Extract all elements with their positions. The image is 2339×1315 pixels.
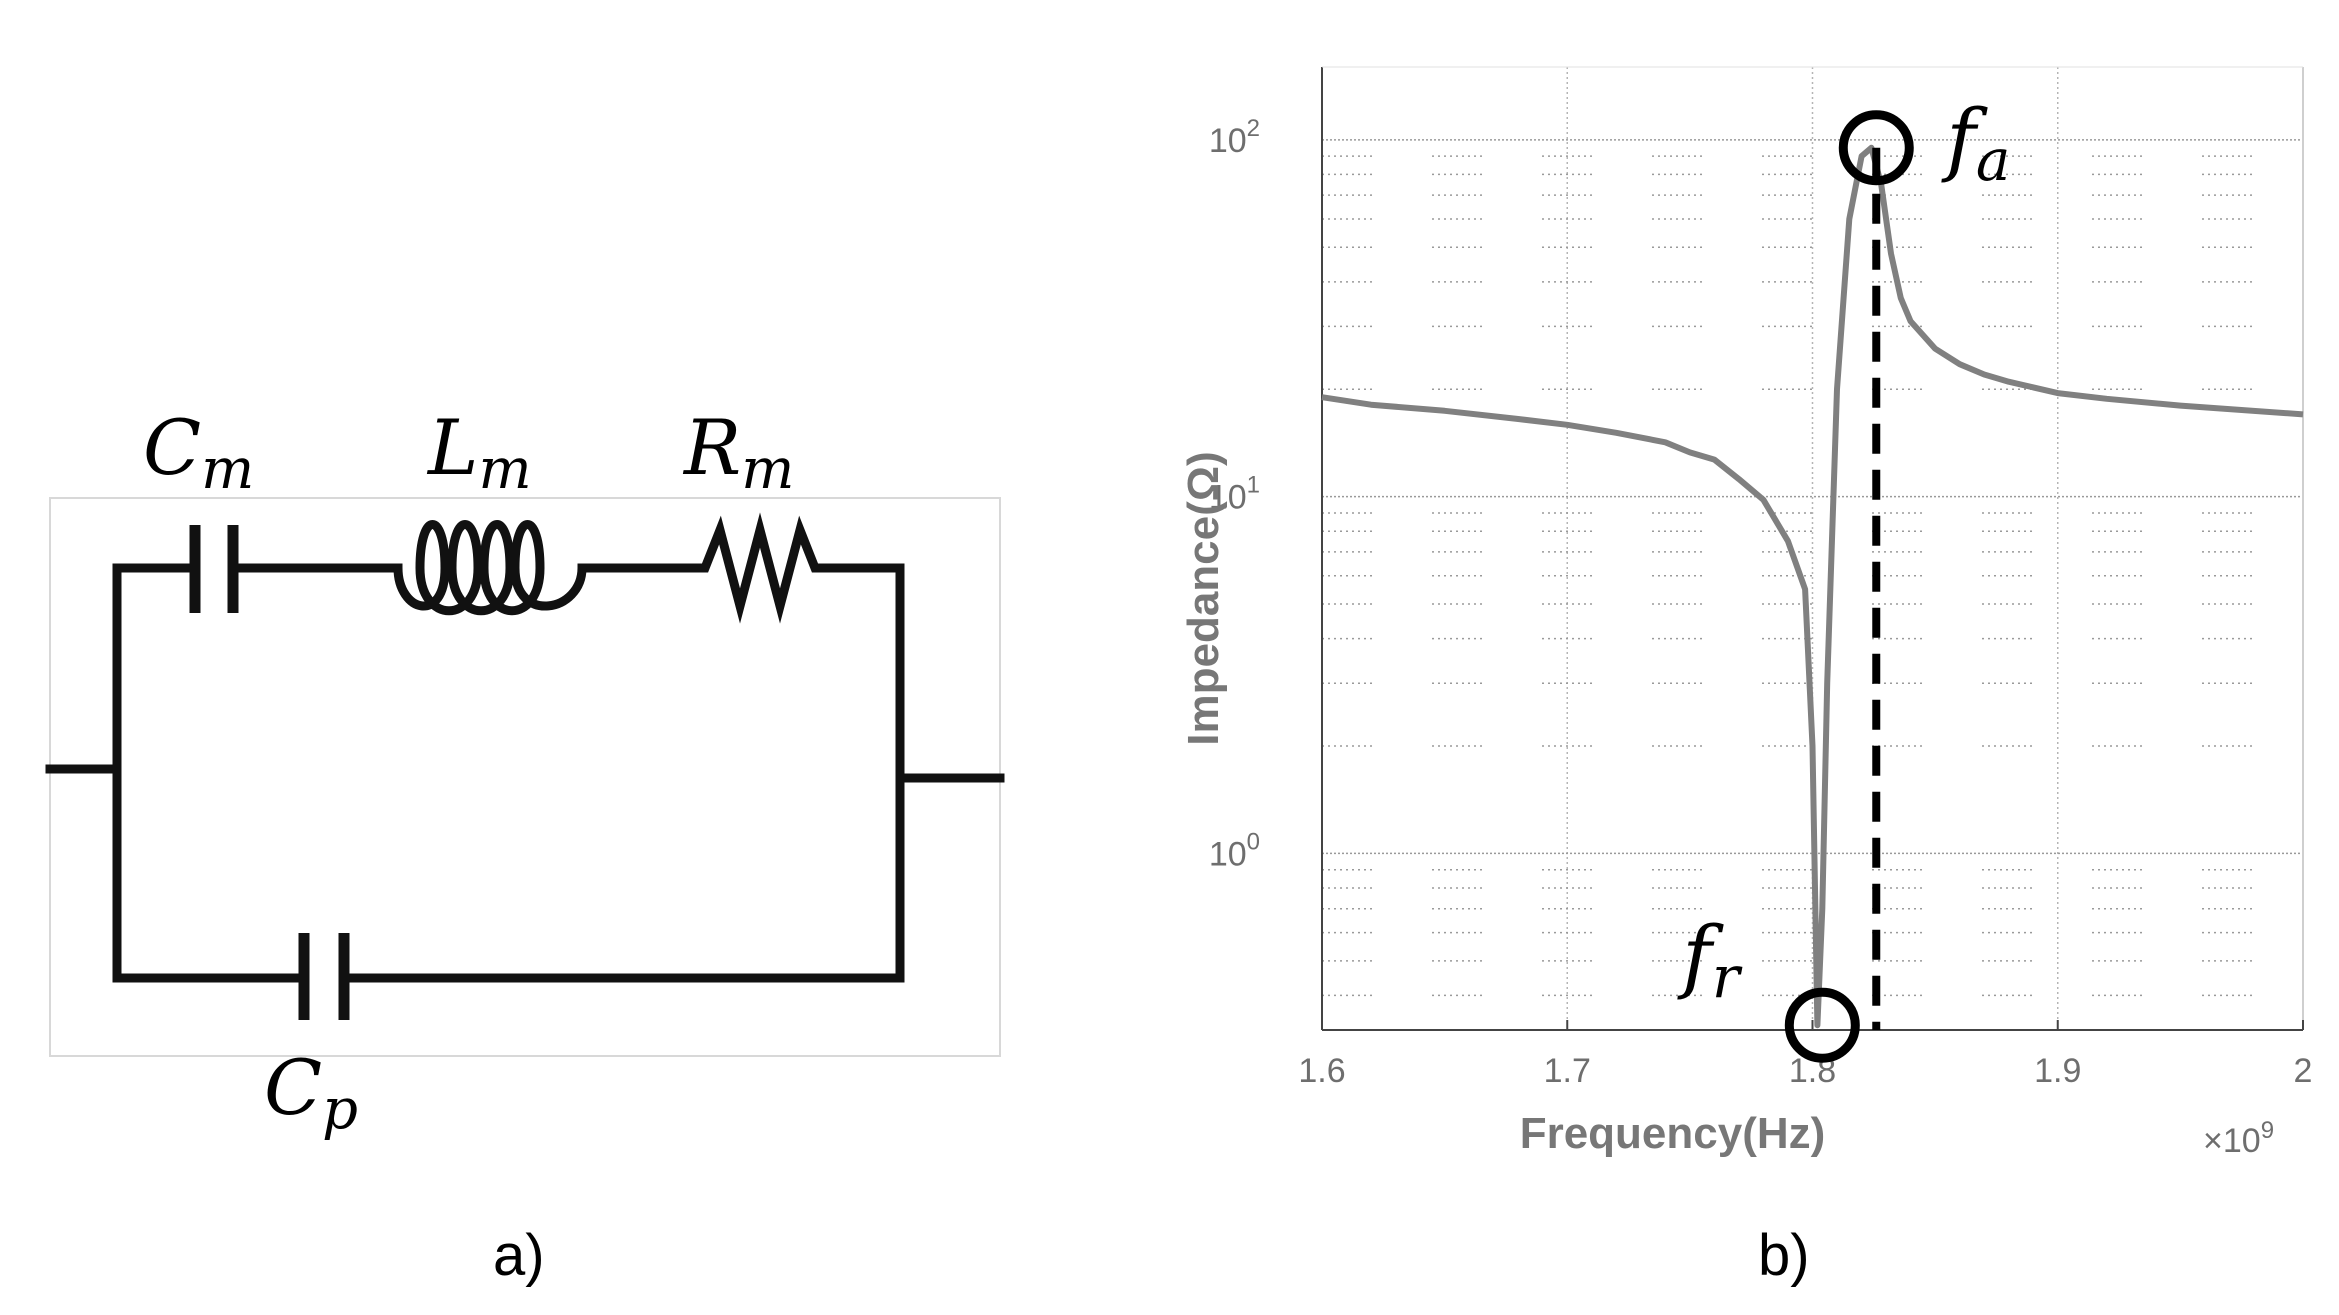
resonance-label: fr	[1677, 909, 1743, 1011]
circuit-diagram: Cm Lm Rm Cp	[45, 403, 1005, 1142]
x-tick-label: 1.7	[1544, 1052, 1591, 1090]
label-lm: Lm	[426, 403, 532, 502]
x-tick-label: 1.6	[1298, 1052, 1345, 1090]
grid	[1322, 67, 2303, 1030]
antiresonance-label: fa	[1941, 92, 2010, 194]
impedance-series-line	[1321, 144, 2304, 1029]
capacitor-cm-symbol	[189, 525, 239, 613]
circuit-wires	[45, 563, 1005, 983]
x-axis-title: Frequency(Hz)	[1520, 1109, 1826, 1158]
x-tick-label: 2	[2294, 1052, 2313, 1090]
resistor-rm-symbol	[690, 512, 830, 624]
inductor-lm-symbol	[393, 520, 587, 616]
y-tick-label: 102	[1209, 115, 1260, 160]
label-cp: Cp	[264, 1043, 358, 1142]
resonance-marker	[1784, 987, 1860, 1063]
x-multiplier-label: ×109	[2203, 1117, 2274, 1160]
panel-label-a: a)	[493, 1223, 545, 1288]
annotations: fa fr	[1677, 92, 2010, 1063]
antiresonance-marker	[1838, 110, 1914, 186]
y-axis-title: Impedance(Ω)	[1179, 451, 1228, 745]
axes	[1321, 66, 2304, 1031]
panel-label-b: b)	[1758, 1223, 1810, 1288]
label-rm: Rm	[682, 403, 794, 502]
y-tick-labels: 100 101 102	[1209, 115, 1260, 874]
y-tick-label: 100	[1209, 828, 1260, 873]
y-tick-label: 101	[1209, 472, 1260, 517]
x-tick-label: 1.9	[2034, 1052, 2081, 1090]
capacitor-cp-symbol	[298, 933, 350, 1020]
label-cm: Cm	[143, 403, 254, 502]
